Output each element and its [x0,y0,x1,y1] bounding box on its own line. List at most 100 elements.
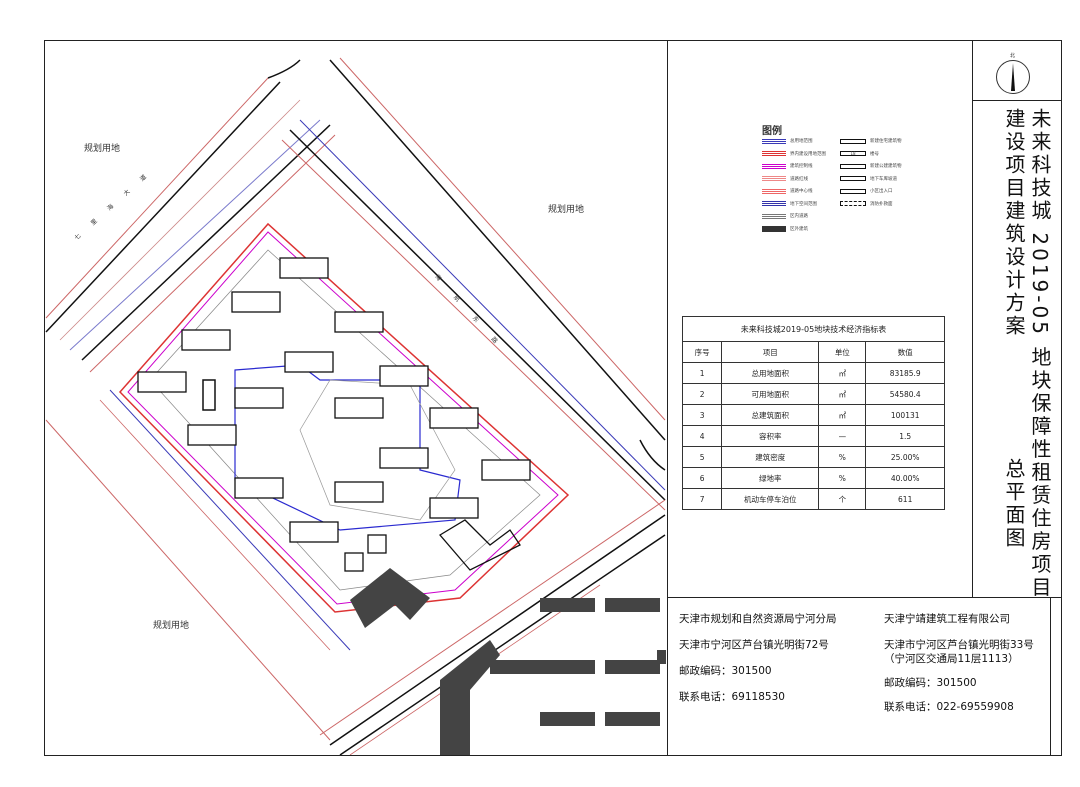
public-building [439,519,521,571]
north-label: 北 [1010,53,1016,59]
table-title: 未来科技城2019-05地块技术经济指标表 [682,316,945,342]
external-building [605,712,660,726]
road-edge [109,389,351,651]
road-edge [45,77,269,319]
legend-swatch: 18 [840,151,866,156]
table-cell: 100131 [865,404,945,426]
road-edge [299,119,666,491]
road-edge [89,134,336,373]
legend-item: 总用地范围 [762,138,813,144]
table-cell: 611 [865,488,945,510]
divider [972,40,973,597]
table-cell: 绿地率 [721,467,820,489]
road-edge [289,129,666,501]
external-building [540,660,595,674]
legend-item: 新建公建建筑物 [840,163,902,169]
address: 天津市宁河区芦台镇光明街72号 [679,639,829,651]
residential-building [137,371,187,393]
col-header: 单位 [818,341,867,363]
external-building [490,660,540,674]
table-cell: 1 [681,362,723,384]
garage-ramp [344,552,364,572]
internal-road [149,249,541,591]
legend-swatch [762,151,786,156]
legend-label: 建筑控制线 [790,164,813,169]
table-cell: 4 [681,425,723,447]
table-cell: % [818,467,867,489]
drawing-name: 总平面图 [1002,458,1026,550]
legend-item: 区内道路 [762,213,808,219]
legend-swatch [840,176,866,181]
legend-item: 区外建筑 [762,225,808,232]
table-cell: 总用地面积 [721,362,820,384]
postcode: 邮政编码：301500 [884,677,977,689]
external-building [657,650,666,664]
legend-swatch [840,138,866,144]
divider [1050,597,1051,756]
planned-land-label: 规划用地 [548,205,585,215]
legend-label: 消防扑救面 [870,201,893,207]
residential-building [284,351,334,373]
garage-ramp [367,534,387,554]
residential-building [334,481,384,503]
postcode: 邮政编码：301500 [679,665,772,677]
legend-swatch [840,201,866,206]
legend-item: 建筑控制线 [762,163,813,169]
legend-swatch [840,188,866,194]
legend-label: 总用地范围 [790,139,813,144]
table-cell: ㎡ [818,404,867,426]
legend-label: 地下车库坡道 [870,176,897,182]
legend-label: 道路红线 [790,176,808,182]
table-cell: ㎡ [818,383,867,405]
table-cell: 7 [681,488,723,510]
col-header: 序号 [681,341,723,363]
road-edge [319,499,666,736]
road-edge [99,399,331,651]
road-edge [69,119,321,351]
road-edge [45,81,281,333]
divider [667,597,1062,598]
road-edge [329,59,666,441]
road-edge [81,124,331,361]
legend-item: 地下车库坡道 [840,176,897,182]
road-edge [145,60,330,70]
table-cell: 机动车停车泊位 [721,488,820,510]
legend-label: 楼号 [870,151,879,157]
contact-left: 天津市规划和自然资源局宁河分局 天津市宁河区芦台镇光明街72号 邮政编码：301… [679,612,837,704]
residential-building [279,257,329,279]
external-building [605,598,660,612]
legend-item: 消防扑救面 [840,201,893,207]
table-cell: % [818,446,867,468]
north-arrow-icon [996,60,1030,94]
table-cell: 6 [681,467,723,489]
table-cell: — [818,425,867,447]
external-building [540,598,595,612]
building-control-line [127,231,559,605]
residential-building [379,447,429,469]
table-cell: 3 [681,404,723,426]
table-cell: 1.5 [865,425,945,447]
site-boundary [118,222,570,613]
residential-building [181,329,231,351]
address-detail: （宁河区交通局11层1113） [884,653,1019,665]
residential-building [334,397,384,419]
residential-building [429,407,479,429]
table-cell: 建筑密度 [721,446,820,468]
legend-swatch [762,176,786,181]
legend-title: 图例 [762,126,782,137]
phone: 联系电话：69118530 [679,691,785,703]
org-name: 天津市规划和自然资源局宁河分局 [679,613,837,625]
col-header: 数值 [865,341,945,363]
legend-label: 小区出入口 [870,189,893,194]
drawing-frame [44,40,1062,756]
table-cell: 40.00% [865,467,945,489]
legend-item: 新建住宅建筑物 [840,138,902,144]
external-building [440,640,500,755]
phone: 联系电话：022-69559908 [884,701,1014,713]
legend-swatch [762,213,786,219]
table-cell: 83185.9 [865,362,945,384]
